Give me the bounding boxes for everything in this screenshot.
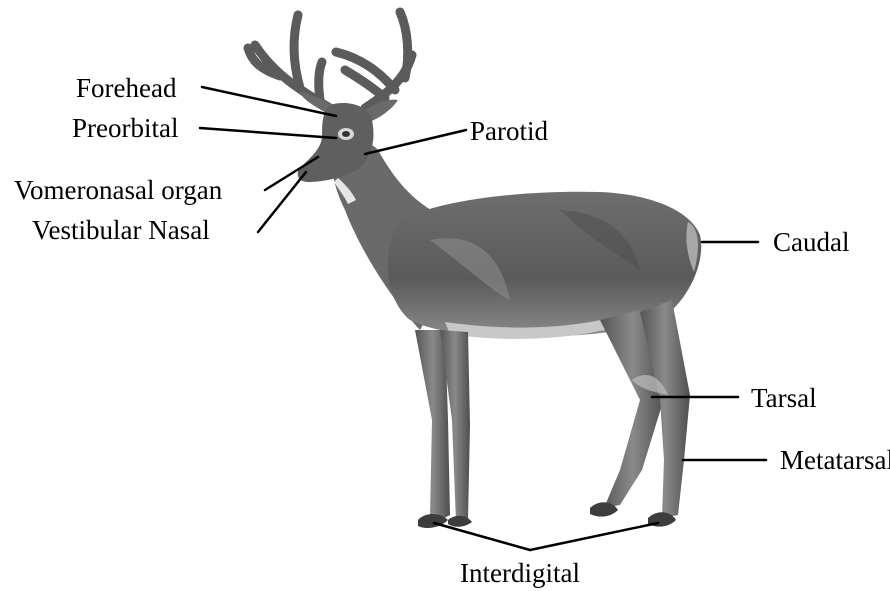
label-tarsal: Tarsal xyxy=(751,383,817,413)
front-hoof-right xyxy=(448,516,472,527)
interdigital-leader-front xyxy=(434,523,530,550)
label-parotid: Parotid xyxy=(470,116,548,146)
interdigital-leader-hind xyxy=(530,523,658,550)
label-vestibular-nasal: Vestibular Nasal xyxy=(32,215,210,245)
label-interdigital: Interdigital xyxy=(460,558,580,588)
label-preorbital: Preorbital xyxy=(72,113,178,143)
antlers xyxy=(248,12,412,108)
label-vomeronasal-organ: Vomeronasal organ xyxy=(14,175,222,205)
label-caudal: Caudal xyxy=(773,227,849,257)
label-metatarsal: Metatarsal xyxy=(780,445,890,475)
label-forehead: Forehead xyxy=(76,73,176,103)
parotid-leader xyxy=(365,130,466,154)
vestibular-leader xyxy=(258,172,306,232)
preorbital-leader xyxy=(200,128,336,138)
